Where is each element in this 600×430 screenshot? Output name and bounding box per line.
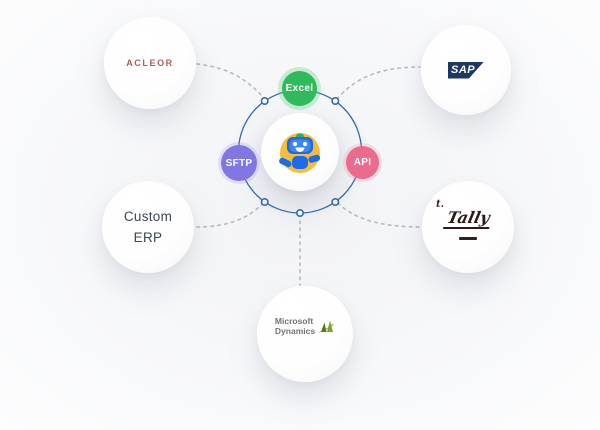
tally-logo-mark: t. bbox=[436, 199, 445, 210]
custom-erp-label: Custom ERP bbox=[124, 206, 172, 248]
connector-tally bbox=[337, 202, 422, 228]
integration-microsoft-dynamics: Microsoft Dynamics bbox=[257, 286, 353, 382]
tally-logo-text: Tally bbox=[442, 208, 494, 229]
sap-logo: SAP bbox=[448, 61, 484, 79]
dynamics-swoosh-icon bbox=[319, 320, 334, 332]
badge-sftp: SFTP bbox=[221, 145, 257, 181]
integration-tally: t. Tally bbox=[422, 181, 514, 273]
hub-center bbox=[261, 113, 339, 191]
ring-node-bottom-right bbox=[331, 198, 340, 207]
sap-logo-text: SAP bbox=[451, 63, 476, 76]
integration-custom-erp: Custom ERP bbox=[102, 181, 194, 273]
dynamics-line2: Dynamics bbox=[274, 326, 316, 336]
badge-api-label: API bbox=[353, 157, 372, 168]
connector-acleor bbox=[196, 63, 264, 98]
connector-custom-erp bbox=[194, 202, 264, 228]
tally-logo-underline bbox=[458, 237, 477, 240]
microsoft-dynamics-logo: Microsoft Dynamics bbox=[275, 316, 335, 336]
dynamics-line1: Microsoft bbox=[274, 316, 314, 326]
connector-sap bbox=[336, 66, 421, 100]
integration-sap: SAP bbox=[421, 25, 511, 115]
robot-mascot-icon bbox=[279, 133, 321, 173]
badge-sftp-label: SFTP bbox=[225, 157, 253, 169]
custom-erp-line2: ERP bbox=[133, 230, 163, 245]
ring-node-top-left bbox=[260, 97, 269, 106]
ring-node-bottom bbox=[295, 209, 304, 218]
custom-erp-line1: Custom bbox=[123, 209, 173, 224]
ring-node-top-right bbox=[331, 97, 340, 106]
integration-acleor: ACLEOR bbox=[104, 17, 196, 109]
acleor-logo: ACLEOR bbox=[126, 58, 174, 68]
tally-logo: Tally bbox=[442, 208, 494, 240]
badge-excel-label: Excel bbox=[285, 83, 314, 94]
badge-api: API bbox=[346, 146, 379, 179]
badge-excel: Excel bbox=[282, 71, 317, 106]
microsoft-dynamics-label: Microsoft Dynamics bbox=[275, 316, 315, 336]
ring-node-bottom-left bbox=[260, 198, 269, 207]
